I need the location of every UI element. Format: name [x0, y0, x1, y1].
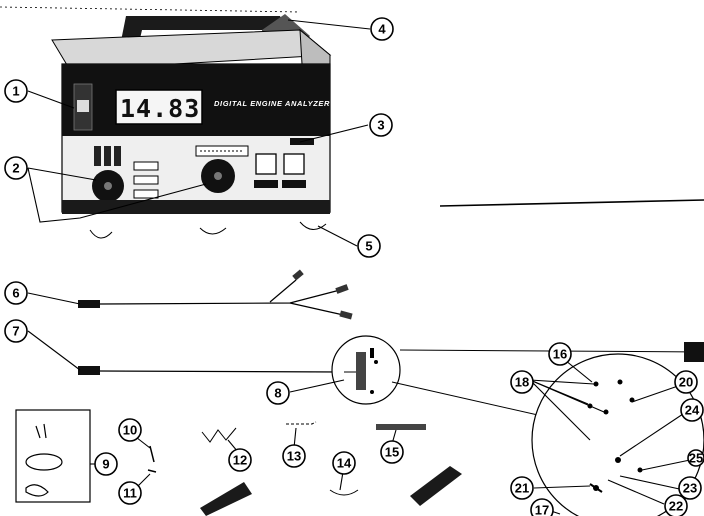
svg-text:22: 22 [669, 499, 683, 514]
svg-text:23: 23 [683, 481, 697, 496]
brand-label: DIGITAL ENGINE ANALYZER [214, 99, 330, 108]
callout-18: 18 [510, 370, 534, 394]
callout-16: 16 [548, 342, 572, 366]
svg-text:12: 12 [233, 453, 247, 468]
callout-13: 13 [282, 444, 306, 468]
part-10-11-pins [147, 445, 157, 473]
callout-9: 9 [94, 452, 118, 476]
button-c [133, 189, 159, 199]
display-reading: 14.83 [120, 94, 200, 123]
callout-15: 15 [380, 440, 404, 464]
cable-assembly-6 [78, 269, 353, 320]
svg-text:16: 16 [553, 347, 567, 362]
cable-6-clip-a [292, 269, 304, 281]
input-box-right [283, 153, 305, 175]
svg-text:2: 2 [12, 161, 19, 176]
svg-text:25: 25 [689, 451, 703, 466]
svg-text:14: 14 [337, 456, 352, 471]
engine-analyzer-unit: 14.83 DIGITAL ENGINE ANALYZER [51, 14, 332, 239]
callout-6: 6 [4, 281, 28, 305]
base-band [62, 200, 330, 214]
svg-text:11: 11 [123, 486, 137, 501]
cable-assembly-7 [78, 347, 361, 375]
left-knob-center [104, 182, 112, 190]
callout-23: 23 [678, 476, 702, 500]
callout-2: 2 [4, 156, 28, 180]
cable-6-plug [78, 300, 100, 308]
callout-21: 21 [510, 476, 534, 500]
svg-text:17: 17 [535, 503, 549, 516]
svg-text:13: 13 [287, 449, 301, 464]
input-box-left [255, 153, 277, 175]
callout-14: 14 [332, 451, 356, 475]
right-knob-center [214, 172, 222, 180]
callout-8: 8 [266, 381, 290, 405]
button-b [133, 175, 159, 185]
svg-text:24: 24 [685, 403, 700, 418]
callout-12: 12 [228, 448, 252, 472]
svg-text:5: 5 [365, 239, 372, 254]
connector-detail [356, 352, 366, 390]
callout-4: 4 [370, 17, 394, 41]
box-label-left [254, 180, 278, 188]
svg-text:4: 4 [378, 22, 386, 37]
svg-text:7: 7 [12, 324, 19, 339]
svg-text:3: 3 [377, 118, 384, 133]
cable-6-clip-c [339, 310, 353, 320]
svg-text:21: 21 [515, 481, 529, 496]
callout-1: 1 [4, 79, 28, 103]
part-13-wire [286, 421, 317, 425]
selector-indicators [94, 146, 121, 166]
svg-text:6: 6 [12, 286, 19, 301]
svg-text:8: 8 [274, 386, 281, 401]
callout-3: 3 [369, 113, 393, 137]
part-probe-right [410, 466, 462, 506]
page-edge-line [0, 6, 301, 13]
svg-text:18: 18 [515, 375, 529, 390]
part-9-box [15, 409, 91, 503]
part-probe-left [200, 482, 252, 516]
foot-left [89, 229, 113, 239]
carry-handle [118, 16, 296, 56]
svg-text:1: 1 [12, 84, 19, 99]
part-14-loop [329, 489, 359, 496]
detail-link-line [391, 381, 561, 421]
detail-view-8 [331, 335, 401, 405]
cable-7-plug [78, 366, 100, 375]
part-15-probe [376, 424, 426, 430]
cable-6-clip-b [335, 284, 349, 294]
svg-text:15: 15 [385, 445, 399, 460]
power-switch-toggle [77, 100, 89, 112]
svg-text:9: 9 [102, 457, 109, 472]
svg-text:10: 10 [123, 423, 137, 438]
part-12-clip [201, 427, 237, 443]
callout-7: 7 [4, 319, 28, 343]
box-label-right [282, 180, 306, 188]
callout-11: 11 [118, 481, 142, 505]
svg-text:20: 20 [679, 375, 693, 390]
leader-lines [27, 19, 691, 515]
button-a [133, 161, 159, 171]
foot-right [299, 221, 327, 230]
callout-25: 25 [687, 449, 704, 467]
callout-17: 17 [530, 498, 554, 516]
lcd-display [115, 89, 203, 125]
callout-24: 24 [680, 398, 704, 422]
callout-5: 5 [357, 234, 381, 258]
callout-20: 20 [674, 370, 698, 394]
callout-10: 10 [118, 418, 142, 442]
callout-22: 22 [664, 494, 688, 516]
edge-connector [684, 342, 704, 362]
foot-center [199, 227, 227, 235]
divider-line [439, 199, 704, 207]
